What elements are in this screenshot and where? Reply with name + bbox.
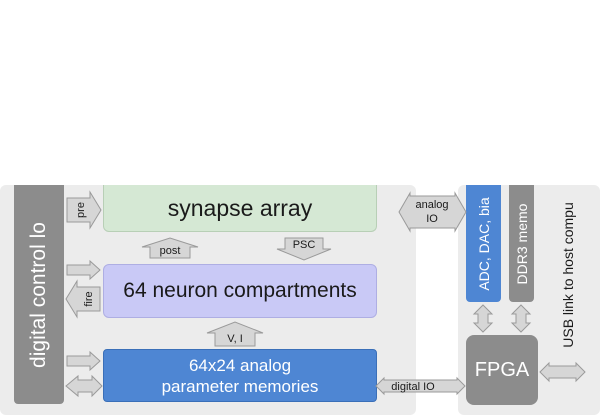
control-to-neuron-arrow xyxy=(66,259,101,281)
neuron-compartments-block: 64 neuron compartments xyxy=(103,264,377,318)
parameter-memories-label-line1: 64x24 analog xyxy=(188,355,292,375)
fire-arrow xyxy=(65,279,101,319)
pre-arrow-label: pre xyxy=(75,202,87,218)
fpga-label: FPGA xyxy=(474,358,530,381)
digital-control-logic-block: digital control lo xyxy=(14,185,64,404)
analog-io-label-line2: IO xyxy=(426,213,438,225)
neuron-compartments-label: 64 neuron compartments xyxy=(123,279,357,302)
control-to-memory-arrow xyxy=(66,350,101,372)
usb-fpga-arrow xyxy=(539,361,586,383)
parameter-memories-label-line2: parameter memories xyxy=(161,376,319,396)
analog-io-arrow xyxy=(398,191,467,233)
fire-arrow-label: fire xyxy=(83,291,95,306)
parameter-memories-block: 64x24 analog parameter memories xyxy=(103,349,377,402)
psc-arrow xyxy=(276,237,332,261)
post-arrow-label: post xyxy=(160,245,181,257)
psc-arrow-label: PSC xyxy=(293,239,316,251)
synapse-array-label: synapse array xyxy=(167,194,313,221)
adc-fpga-arrow xyxy=(472,304,494,333)
vi-arrow xyxy=(206,321,264,347)
adc-dac-bias-block: ADC, DAC, bia xyxy=(466,185,501,302)
analog-io-label-line1: analog xyxy=(415,199,448,211)
ddr3-fpga-arrow xyxy=(510,304,532,333)
digital-io-label: digital IO xyxy=(391,381,435,393)
memory-control-bidirectional-arrow xyxy=(65,374,103,398)
pre-arrow xyxy=(66,190,102,230)
digital-io-arrow xyxy=(375,376,466,396)
ddr3-memory-block: DDR3 memo xyxy=(509,185,534,302)
synapse-array-block: synapse array xyxy=(103,185,377,232)
fpga-block: FPGA xyxy=(466,335,538,405)
vi-arrow-label: V, I xyxy=(227,333,243,345)
post-arrow xyxy=(141,237,199,259)
